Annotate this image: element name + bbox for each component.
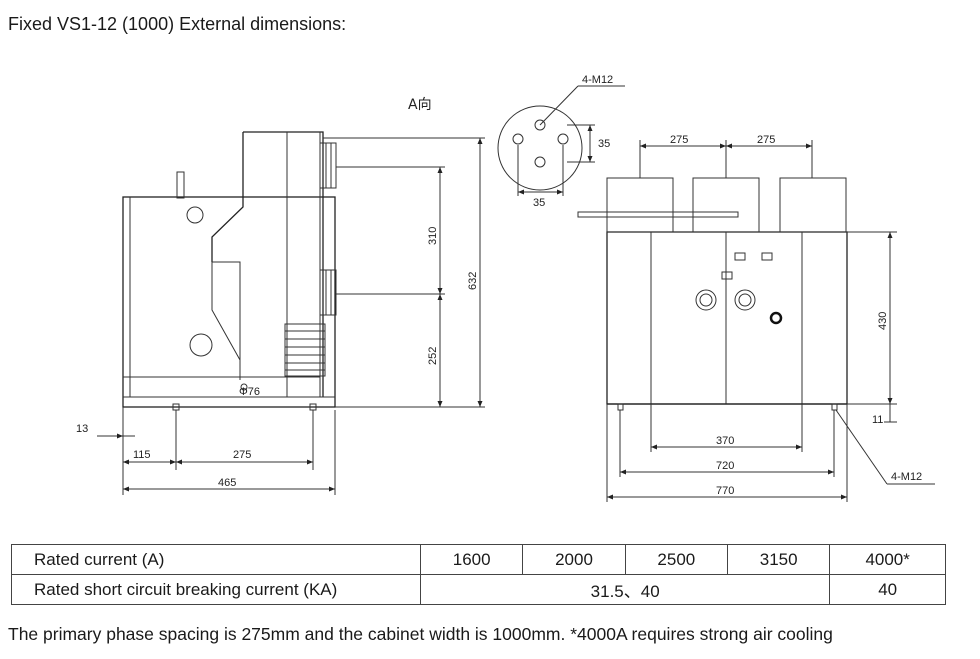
table-cell: 1600 xyxy=(419,544,524,575)
side-view: 13 115 275 465 Φ76 310 252 632 A向 xyxy=(76,97,485,495)
front-view: 275 275 430 11 370 720 770 4-M12 xyxy=(577,134,935,502)
dim-370: 370 xyxy=(716,435,734,447)
dimension-drawing: 13 115 275 465 Φ76 310 252 632 A向 4-M12 … xyxy=(76,74,935,502)
bolt-label-front: 4-M12 xyxy=(891,471,922,483)
table-cell: 3150 xyxy=(726,544,831,575)
row-label-rated-current: Rated current (A) xyxy=(11,544,421,575)
table-cell: 2500 xyxy=(624,544,728,575)
table-cell: 2000 xyxy=(522,544,626,575)
footnote: The primary phase spacing is 275mm and t… xyxy=(8,624,833,644)
dim-35-v: 35 xyxy=(598,138,610,150)
dim-275-side: 275 xyxy=(233,449,251,461)
dim-310: 310 xyxy=(427,227,439,245)
page-title: Fixed VS1-12 (1000) External dimensions: xyxy=(8,14,347,34)
view-a-label: A向 xyxy=(408,97,432,113)
dim-275-front-a: 275 xyxy=(670,134,688,146)
dim-11: 11 xyxy=(872,414,883,426)
table-cell: 40 xyxy=(829,574,946,605)
dim-35-h: 35 xyxy=(533,197,545,209)
table-cell: 31.5、40 xyxy=(419,574,831,605)
row-label-breaking-current: Rated short circuit breaking current (KA… xyxy=(11,574,421,605)
dim-13: 13 xyxy=(76,423,88,435)
dim-720: 720 xyxy=(716,460,734,472)
dim-115: 115 xyxy=(133,449,151,461)
dim-465: 465 xyxy=(218,477,236,489)
bolt-label-top: 4-M12 xyxy=(582,74,613,86)
table-cell: 4000* xyxy=(829,544,946,575)
table-row: Rated current (A) 1600 2000 2500 3150 40… xyxy=(11,544,946,575)
dim-76: Φ76 xyxy=(239,386,260,398)
dim-632: 632 xyxy=(467,272,479,290)
spec-table: Rated current (A) 1600 2000 2500 3150 40… xyxy=(11,544,946,605)
table-row: Rated short circuit breaking current (KA… xyxy=(11,574,946,605)
terminal-detail: 4-M12 35 35 xyxy=(497,74,625,209)
dim-252: 252 xyxy=(427,347,439,365)
dim-275-front-b: 275 xyxy=(757,134,775,146)
dim-770: 770 xyxy=(716,485,734,497)
dim-430: 430 xyxy=(877,312,889,330)
